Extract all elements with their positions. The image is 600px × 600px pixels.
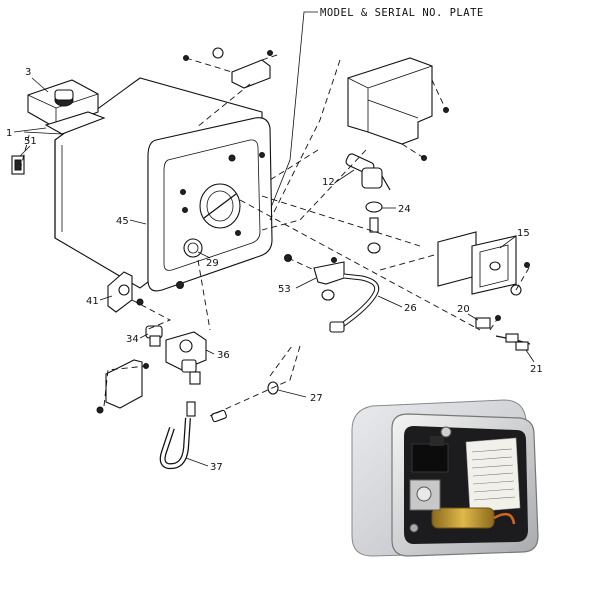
- frame-screws: [176, 152, 292, 289]
- igniter-12: [345, 153, 391, 191]
- drain-plug-29: [183, 238, 203, 258]
- regulator-34: [145, 325, 163, 347]
- callout-29: 29: [206, 258, 219, 269]
- fitting-24: [365, 201, 383, 254]
- thermostat-bracket-1: [23, 111, 106, 135]
- gas-tube-26: [329, 273, 380, 333]
- wire-clip-51: [11, 155, 25, 175]
- product-photo-inset: [351, 399, 539, 557]
- callout-26: 26: [404, 303, 417, 314]
- callout-24: 24: [398, 204, 411, 215]
- burner-opening: [199, 183, 241, 229]
- burner-cover: [347, 57, 449, 161]
- callout-34: 34: [126, 334, 139, 345]
- callout-45: 45: [116, 216, 129, 227]
- plate-leader-line: [269, 11, 318, 211]
- callout-12: 12: [322, 177, 335, 188]
- callout-27: 27: [310, 393, 323, 404]
- bracket-53: [313, 257, 345, 301]
- callout-21: 21: [530, 364, 543, 375]
- callout-53: 53: [278, 284, 291, 295]
- callout-51: 51: [24, 136, 37, 147]
- callout-41: 41: [86, 296, 99, 307]
- gas-line-37: [159, 401, 227, 470]
- callout-1: 1: [6, 128, 12, 139]
- callout-3: 3: [25, 67, 31, 78]
- gas-valve-36: [165, 331, 207, 385]
- callout-15: 15: [517, 228, 530, 239]
- electrode-21: [495, 333, 531, 351]
- thermocouple-bracket-20: [475, 315, 501, 329]
- model-serial-plate-label: MODEL & SERIAL NO. PLATE: [320, 7, 484, 19]
- gas-valve-mount-plate: [96, 359, 149, 414]
- assembly-guide-lines: [19, 53, 531, 417]
- callouts: 3 1 51 45 41 12 24 29 15 53 26 20 21 34 …: [6, 67, 543, 473]
- callout-37: 37: [210, 462, 223, 473]
- callout-20: 20: [457, 304, 470, 315]
- top-bracket: [183, 47, 273, 89]
- callout-leaders: [13, 77, 535, 467]
- callout-36: 36: [217, 350, 230, 361]
- access-panel-15: [437, 231, 530, 296]
